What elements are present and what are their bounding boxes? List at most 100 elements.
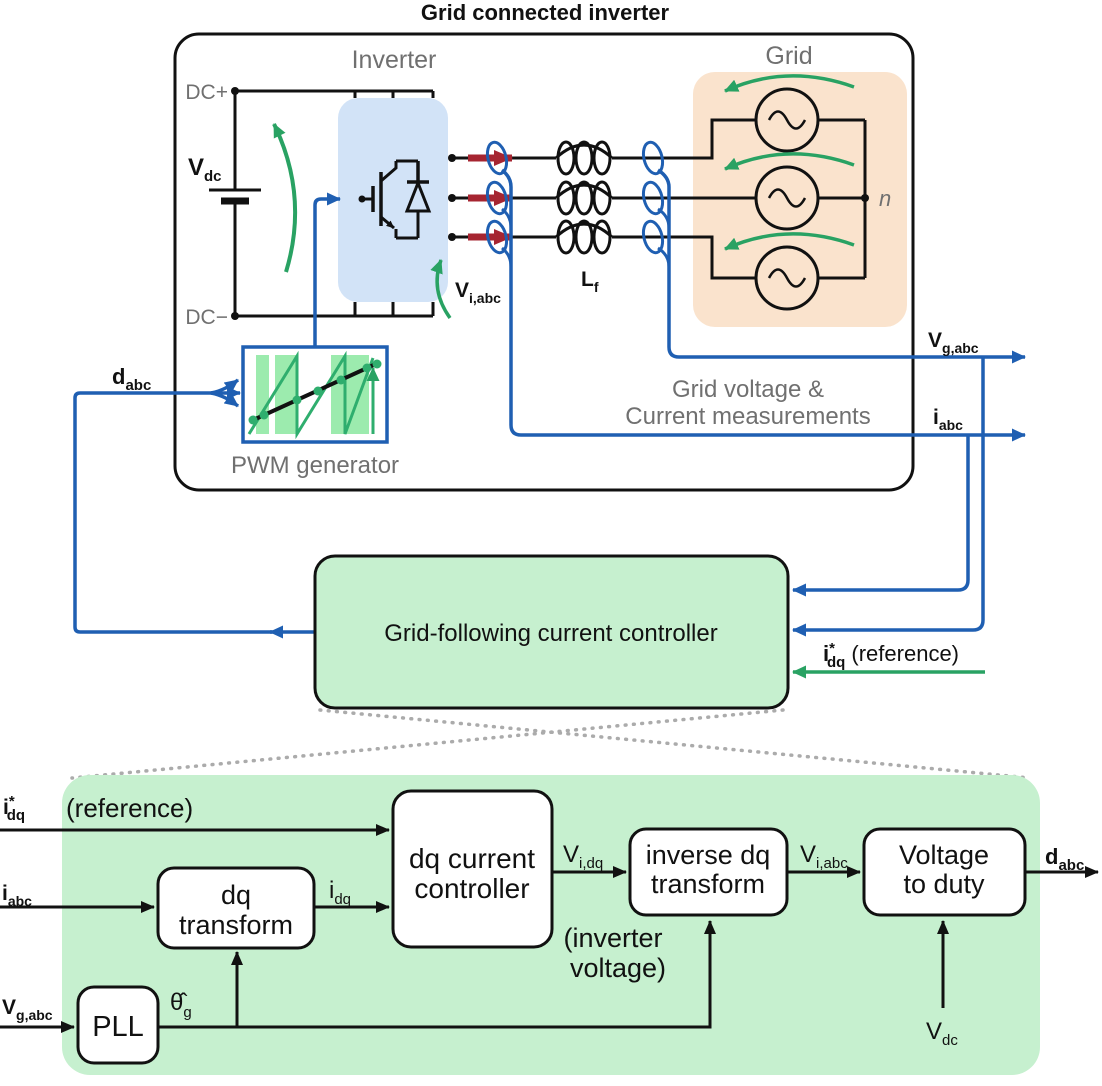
ref-input-label: i*dq bbox=[3, 793, 25, 824]
idq-label: idq bbox=[329, 877, 351, 908]
vgabc-measurement-line bbox=[657, 168, 1026, 364]
inverter-voltage-note-line2: voltage) bbox=[570, 953, 666, 983]
dc-plus-stubs bbox=[353, 91, 435, 98]
inverse-dq-label-line2: transform bbox=[651, 869, 765, 899]
plant-outline-box bbox=[173, 32, 915, 492]
inverse-dq-label-line1: inverse dq bbox=[646, 840, 771, 870]
ac-source-c bbox=[754, 245, 820, 311]
inductor-a bbox=[554, 140, 614, 176]
vidq-label: Vi,dq bbox=[563, 841, 603, 872]
callout-line-left-to-right bbox=[318, 708, 1032, 780]
neutral-node bbox=[861, 194, 869, 202]
controller-box bbox=[313, 554, 790, 710]
vdc-label: Vdc bbox=[188, 154, 222, 185]
parallel-wires bbox=[396, 159, 418, 240]
detail-blocks: PLL dq transform dq current controller i… bbox=[76, 789, 1027, 1065]
dc-minus-stubs bbox=[353, 302, 435, 316]
vgabc-input-label: Vg,abc bbox=[2, 996, 53, 1023]
dc-plus-label: DC+ bbox=[185, 81, 228, 104]
vdc-detail-label: Vdc bbox=[926, 1018, 958, 1049]
dabc-feedback-line bbox=[73, 391, 272, 634]
iabc-label: iabc bbox=[933, 406, 963, 433]
controller-label: Grid-following current controller bbox=[384, 620, 717, 647]
voltage-to-duty-label-line2: to duty bbox=[903, 869, 985, 899]
dq-transform-label-line1: dq bbox=[221, 880, 251, 910]
viabc-detail-label: Vi,abc bbox=[800, 841, 848, 872]
grid-label: Grid bbox=[765, 42, 812, 70]
measurements-caption-line1: Grid voltage & bbox=[672, 376, 824, 403]
pwm-sample-dots bbox=[248, 359, 382, 425]
vgabc-feedback-drop bbox=[792, 357, 985, 637]
viabc-pointer-arrow bbox=[430, 259, 452, 320]
grid-neutral-bus bbox=[818, 118, 867, 280]
dc-minus-label: DC− bbox=[185, 306, 228, 329]
sine-a bbox=[767, 110, 807, 130]
ref-note-label: (reference) bbox=[66, 793, 193, 823]
current-direction-arrows bbox=[468, 150, 513, 245]
inverse-dq-transform-box bbox=[628, 827, 789, 917]
dabc-feedback-path bbox=[73, 378, 315, 639]
inverter-terminal-b bbox=[448, 194, 456, 202]
grid-flow-arrow-c bbox=[724, 232, 855, 251]
pll-box bbox=[76, 985, 160, 1065]
iabc-feedback-drop bbox=[792, 435, 970, 597]
pwm-waveform bbox=[247, 350, 382, 440]
sine-b bbox=[767, 188, 807, 208]
current-sensor-c bbox=[485, 219, 509, 255]
gate-node bbox=[358, 195, 366, 203]
inverter-voltage-note-line1: (inverter bbox=[563, 923, 662, 953]
grid-sources bbox=[754, 87, 867, 311]
sine-c bbox=[767, 268, 807, 288]
inverter-terminal-a bbox=[448, 154, 456, 162]
igbt-symbol bbox=[362, 159, 432, 240]
dc-minus-node bbox=[231, 312, 239, 320]
current-sensor-a bbox=[485, 140, 509, 176]
iabc-measurement-line bbox=[500, 168, 1026, 442]
top-schematic: Grid connected inverter Inverter Grid DC… bbox=[73, 0, 1026, 639]
pwm-fan-arrow-3 bbox=[210, 391, 240, 408]
collector-lead bbox=[380, 161, 398, 183]
iabc-input-label: iabc bbox=[2, 882, 32, 909]
dc-plus-node bbox=[231, 87, 239, 95]
measurements-caption-line2: Current measurements bbox=[625, 403, 870, 430]
inductor-b bbox=[554, 180, 614, 216]
zoom-callout-lines bbox=[70, 708, 1032, 780]
gate-signal-line bbox=[313, 192, 341, 347]
callout-line-right-to-left bbox=[70, 708, 785, 780]
voltage-sensor-a bbox=[641, 140, 665, 176]
pwm-label: PWM generator bbox=[231, 452, 399, 479]
current-sensor-b bbox=[485, 180, 509, 216]
voltage-to-duty-label-line1: Voltage bbox=[899, 840, 989, 870]
lf-label: Lf bbox=[581, 268, 599, 295]
dabc-label: dabc bbox=[112, 364, 151, 394]
inverter-label: Inverter bbox=[352, 46, 437, 74]
grid-flow-arrow-a bbox=[724, 74, 855, 93]
pwm-carrier bbox=[247, 350, 375, 440]
inverter-terminal-c bbox=[448, 233, 456, 241]
dq-current-controller-label-line2: controller bbox=[414, 873, 529, 904]
grid-panel bbox=[693, 72, 907, 327]
inverter-panel bbox=[338, 98, 448, 302]
dq-current-controller-box bbox=[391, 789, 554, 949]
diagram-title: Grid connected inverter bbox=[421, 0, 670, 25]
dq-current-controller-label-line1: dq current bbox=[409, 843, 535, 874]
voltage-to-duty-box bbox=[862, 827, 1027, 917]
voltage-sensor-b bbox=[641, 180, 665, 216]
ac-source-a bbox=[754, 87, 820, 153]
dq-transform-label-line2: transform bbox=[179, 910, 293, 940]
dq-transform-box bbox=[156, 866, 316, 950]
vgabc-label: Vg,abc bbox=[928, 329, 979, 356]
pwm-generator: PWM generator bbox=[231, 192, 399, 479]
dc-power-flow-arrow bbox=[272, 123, 298, 273]
measurement-lines bbox=[500, 168, 1026, 637]
filter-inductors bbox=[554, 140, 614, 255]
detail-wires bbox=[0, 824, 1099, 1033]
idq-reference-label: i*dq (reference) bbox=[823, 640, 959, 671]
grid-flow-arrow-b bbox=[724, 152, 855, 171]
detail-panel: PLL dq transform dq current controller i… bbox=[0, 775, 1099, 1075]
pwm-fan-arrow-1 bbox=[210, 378, 240, 395]
emitter-lead bbox=[380, 215, 395, 230]
dc-source bbox=[209, 89, 435, 318]
dabc-output-label: dabc bbox=[1045, 844, 1084, 874]
